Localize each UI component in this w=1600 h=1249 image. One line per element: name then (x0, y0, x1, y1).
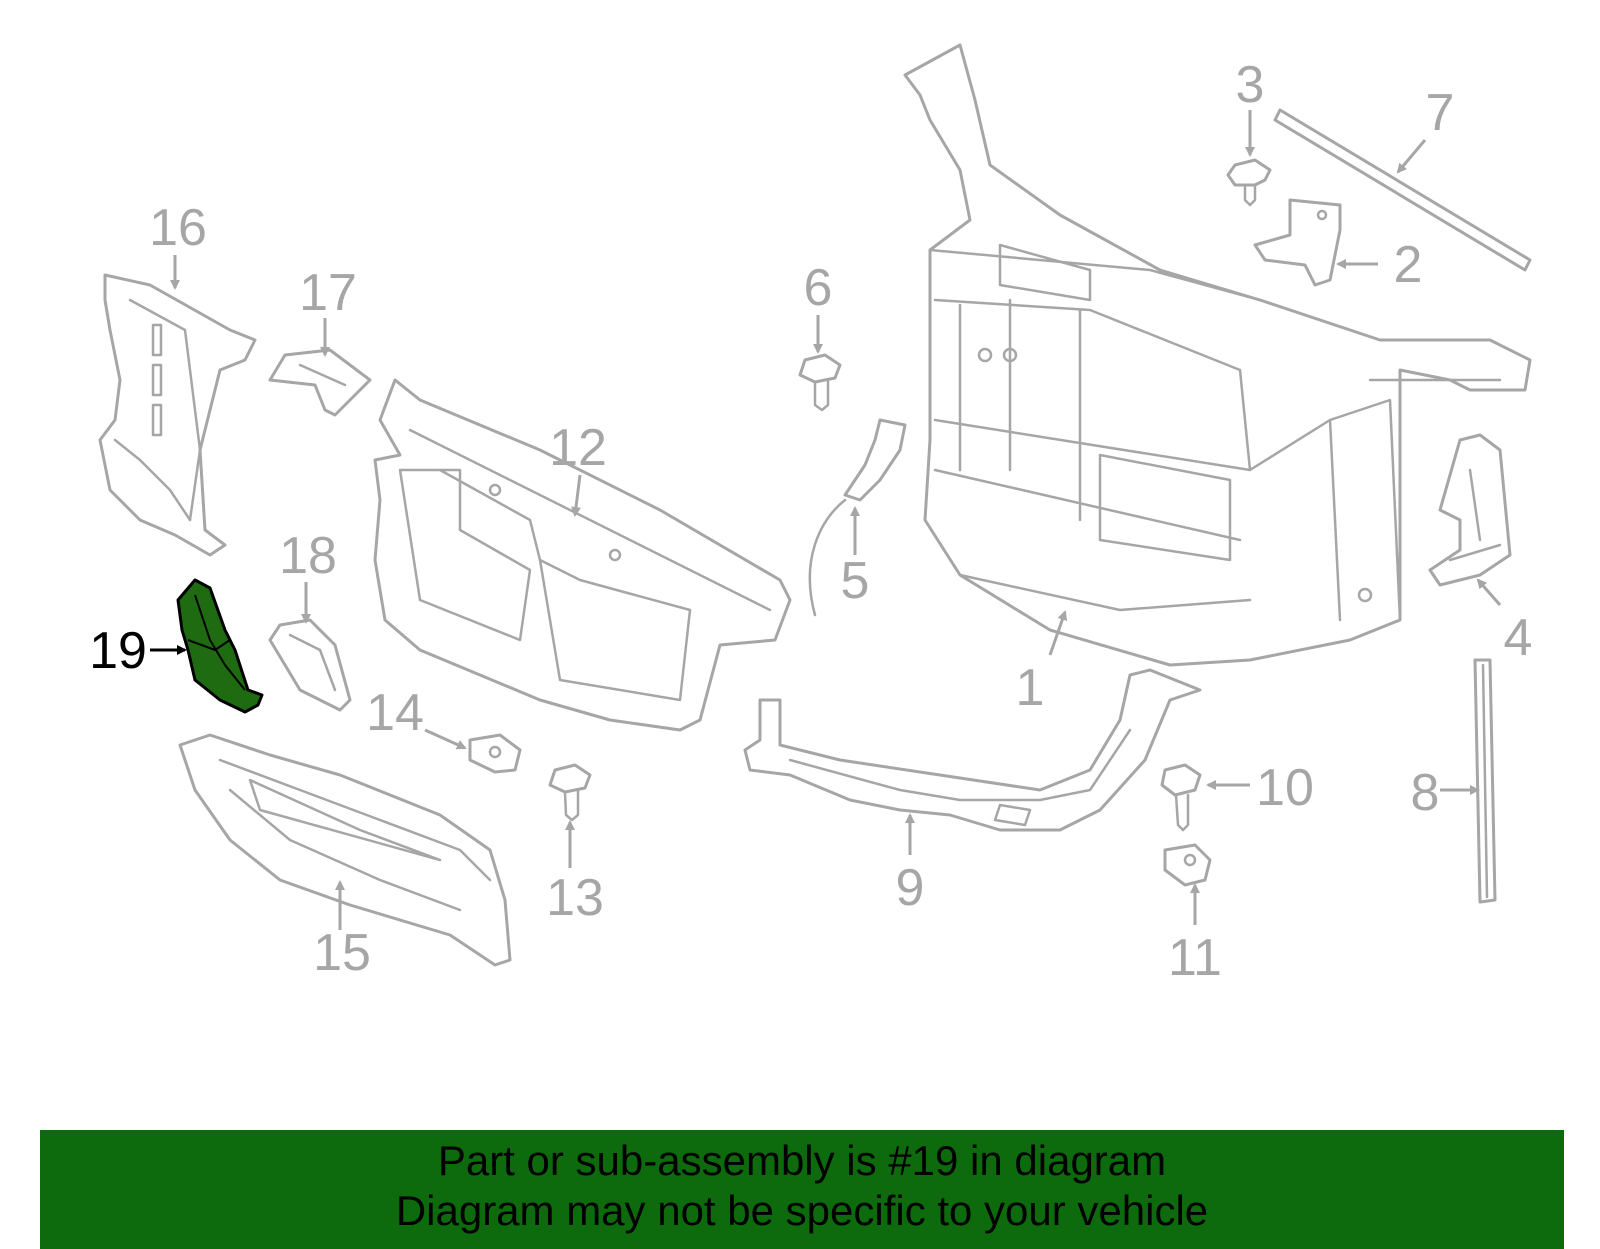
part-15-air-guide (178, 733, 512, 967)
part-2-bracket (1253, 198, 1342, 287)
callout-9: 9 (896, 859, 925, 917)
part-4-bracket (1428, 433, 1512, 587)
callout-10: 10 (1256, 759, 1314, 817)
callout-labels: 1 2 3 4 5 6 7 8 9 10 11 12 13 14 15 16 1… (89, 56, 1532, 987)
banner-line-1: Part or sub-assembly is #19 in diagram (437, 1137, 1167, 1184)
callout-12: 12 (549, 419, 607, 477)
callout-2: 2 (1394, 236, 1423, 294)
info-banner: Part or sub-assembly is #19 in diagram D… (40, 1130, 1564, 1249)
part-8-strip (1473, 658, 1497, 904)
callout-16: 16 (149, 199, 207, 257)
callout-7: 7 (1426, 84, 1455, 142)
callout-6: 6 (804, 259, 833, 317)
callout-11: 11 (1168, 929, 1222, 987)
part-7-strip (1273, 108, 1532, 272)
part-5-cable (808, 418, 907, 617)
part-6-bolt (798, 353, 842, 412)
parts-diagram: 1 2 3 4 5 6 7 8 9 10 11 12 13 14 15 16 1… (89, 43, 1532, 987)
callout-8: 8 (1411, 764, 1440, 822)
part-14-nut (468, 733, 522, 774)
callout-3: 3 (1236, 56, 1265, 114)
part-10-bolt (1160, 763, 1202, 832)
part-9-support (743, 668, 1202, 832)
callout-13: 13 (546, 869, 604, 927)
part-3-clip (1226, 158, 1272, 207)
part-11-nut (1163, 843, 1212, 887)
callout-1: 1 (1016, 659, 1045, 717)
part-17-bracket (268, 348, 372, 417)
callout-19: 19 (89, 622, 147, 680)
part-16-air-duct (98, 273, 257, 557)
callout-4: 4 (1504, 609, 1533, 667)
part-1-front-carrier (903, 43, 1532, 667)
callout-15: 15 (313, 924, 371, 982)
banner-line-2: Diagram may not be specific to your vehi… (395, 1187, 1209, 1234)
part-19-highlighted (176, 578, 264, 714)
callout-17: 17 (299, 264, 357, 322)
callout-5: 5 (841, 552, 870, 610)
part-18-bracket (268, 618, 352, 712)
callout-14: 14 (366, 684, 424, 742)
part-13-bolt (548, 763, 592, 822)
part-12-frame (373, 378, 792, 732)
callout-18: 18 (279, 527, 337, 585)
leader-lines (150, 110, 1502, 930)
